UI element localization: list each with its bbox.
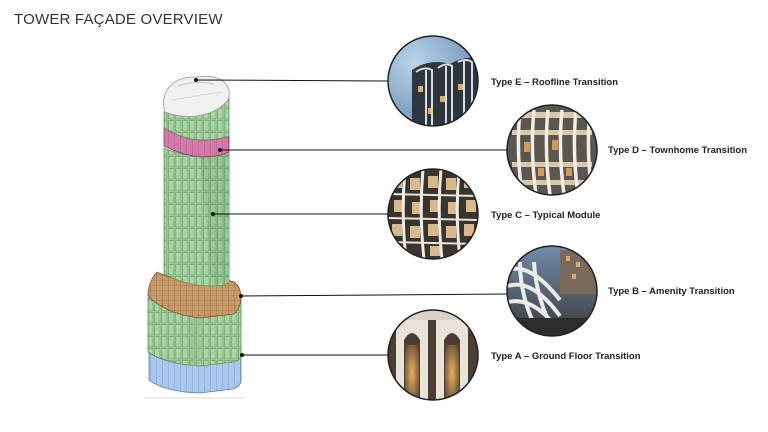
leader-lines [194,78,508,357]
tower-shaft [163,147,230,287]
label-type-a: Type A – Ground Floor Transition [491,351,641,362]
label-type-b: Type B – Amenity Transition [608,286,735,297]
vignette-type-a [388,310,478,400]
leader-type-b [240,293,508,297]
vignette-type-e [388,36,478,126]
tower-roof-crown [163,75,230,117]
page-title: TOWER FAÇADE OVERVIEW [14,11,223,28]
label-type-e: Type E – Roofline Transition [491,77,619,88]
label-type-d: Type D – Townhome Transition [608,145,747,156]
label-type-c: Type C – Typical Module [491,210,601,221]
leader-type-e [195,79,389,82]
vignette-type-b [507,246,597,336]
vignette-type-d [507,105,597,195]
ground-shadow [144,397,245,399]
